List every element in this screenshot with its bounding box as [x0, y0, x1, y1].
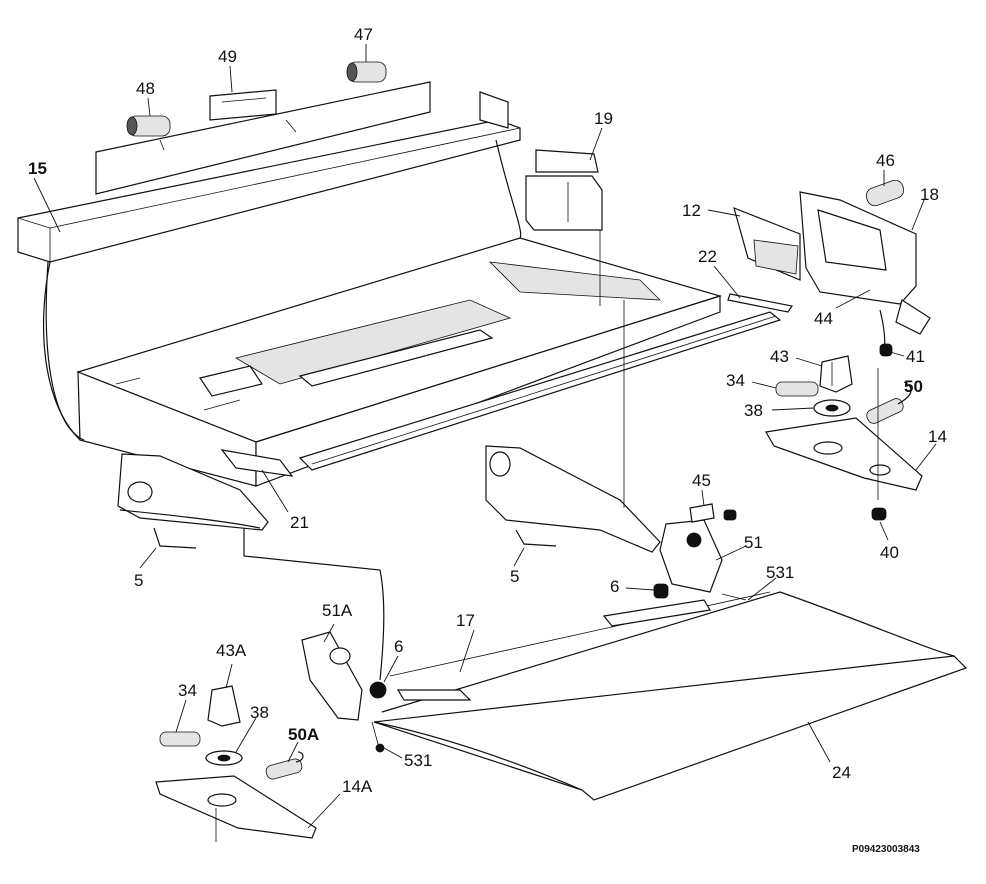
callout-14: 14 — [928, 427, 947, 446]
callout-21: 21 — [290, 513, 309, 532]
callout-50A: 50A — [288, 725, 319, 744]
callout-38-left: 38 — [250, 703, 269, 722]
callout-22: 22 — [698, 247, 717, 266]
callout-18: 18 — [920, 185, 939, 204]
callout-531-left: 531 — [404, 751, 432, 770]
callout-14A: 14A — [342, 777, 373, 796]
callout-6-center: 6 — [610, 577, 619, 596]
callout-34-right: 34 — [726, 371, 745, 390]
left-hinge-assembly — [155, 685, 317, 842]
callout-38-right: 38 — [744, 401, 763, 420]
rear-panel-wire — [42, 261, 81, 441]
callout-24: 24 — [832, 763, 851, 782]
callout-43: 43 — [770, 347, 789, 366]
rear-top-panel — [17, 61, 521, 263]
callout-48: 48 — [136, 79, 155, 98]
callout-46: 46 — [876, 151, 895, 170]
lid-cover — [373, 591, 968, 801]
center-bracket — [485, 300, 747, 601]
callout-49: 49 — [218, 47, 237, 66]
callout-41: 41 — [906, 347, 925, 366]
callout-50: 50 — [904, 377, 923, 396]
callout-17: 17 — [456, 611, 475, 630]
callout-labels: 15 48 49 47 19 12 46 18 22 44 43 41 34 5… — [28, 25, 947, 796]
callout-47: 47 — [354, 25, 373, 44]
callout-15: 15 — [28, 159, 47, 178]
callout-45: 45 — [692, 471, 711, 490]
leader-lines — [33, 44, 937, 829]
part-22 — [727, 293, 793, 313]
callout-19: 19 — [594, 109, 613, 128]
callout-6-left: 6 — [394, 637, 403, 656]
side-bracket-12-18 — [733, 179, 931, 353]
callout-12: 12 — [682, 201, 701, 220]
callout-5-left: 5 — [134, 571, 143, 590]
main-housing — [45, 139, 782, 487]
callout-51A: 51A — [322, 601, 353, 620]
callout-531-right: 531 — [766, 563, 794, 582]
callout-34-left: 34 — [178, 681, 197, 700]
callout-40: 40 — [880, 543, 899, 562]
callout-5-center: 5 — [510, 567, 519, 586]
drawing-id: P09423003843 — [852, 844, 920, 855]
callout-43A: 43A — [216, 641, 247, 660]
hinge-51A — [301, 631, 472, 753]
right-hinge-assembly — [765, 343, 923, 521]
callout-51: 51 — [744, 533, 763, 552]
callout-44: 44 — [814, 309, 833, 328]
left-lower-bracket — [117, 449, 385, 681]
part-19-block — [525, 149, 603, 306]
